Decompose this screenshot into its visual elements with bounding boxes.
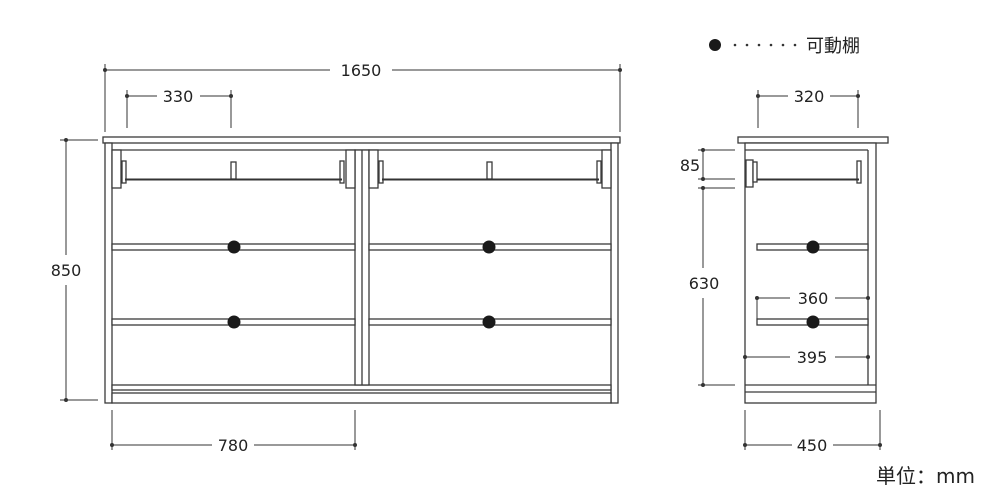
legend-dotted-leader xyxy=(733,43,797,47)
dim-width: 1650 xyxy=(341,61,382,80)
side-dimensions: 320 85 630 360 395 450 xyxy=(680,87,882,455)
movable-shelf-marker-icon xyxy=(806,240,820,254)
dim-inner-height: 630 xyxy=(689,274,720,293)
legend-label: 可動棚 xyxy=(806,36,860,57)
movable-shelf-marker-icon xyxy=(227,240,241,254)
dim-depth: 450 xyxy=(797,436,828,455)
dim-top-inner: 330 xyxy=(163,87,194,106)
dim-shelf-depth: 360 xyxy=(798,289,829,308)
dim-side-top-inner: 320 xyxy=(794,87,825,106)
front-view xyxy=(102,136,621,404)
front-dimensions: 1650 330 850 780 xyxy=(51,61,622,455)
movable-shelf-marker-icon xyxy=(806,315,820,329)
movable-shelf-marker-icon xyxy=(482,315,496,329)
legend: 可動棚 xyxy=(709,36,860,57)
unit-label: 単位：mm xyxy=(876,464,975,488)
dim-top-gap: 85 xyxy=(680,156,700,175)
movable-shelf-marker-icon xyxy=(482,240,496,254)
side-view xyxy=(737,136,889,404)
movable-shelf-marker-icon xyxy=(227,315,241,329)
dim-height: 850 xyxy=(51,261,82,280)
dim-inner-depth: 395 xyxy=(797,348,828,367)
legend-dot-icon xyxy=(709,39,721,51)
dim-compartment: 780 xyxy=(218,436,249,455)
